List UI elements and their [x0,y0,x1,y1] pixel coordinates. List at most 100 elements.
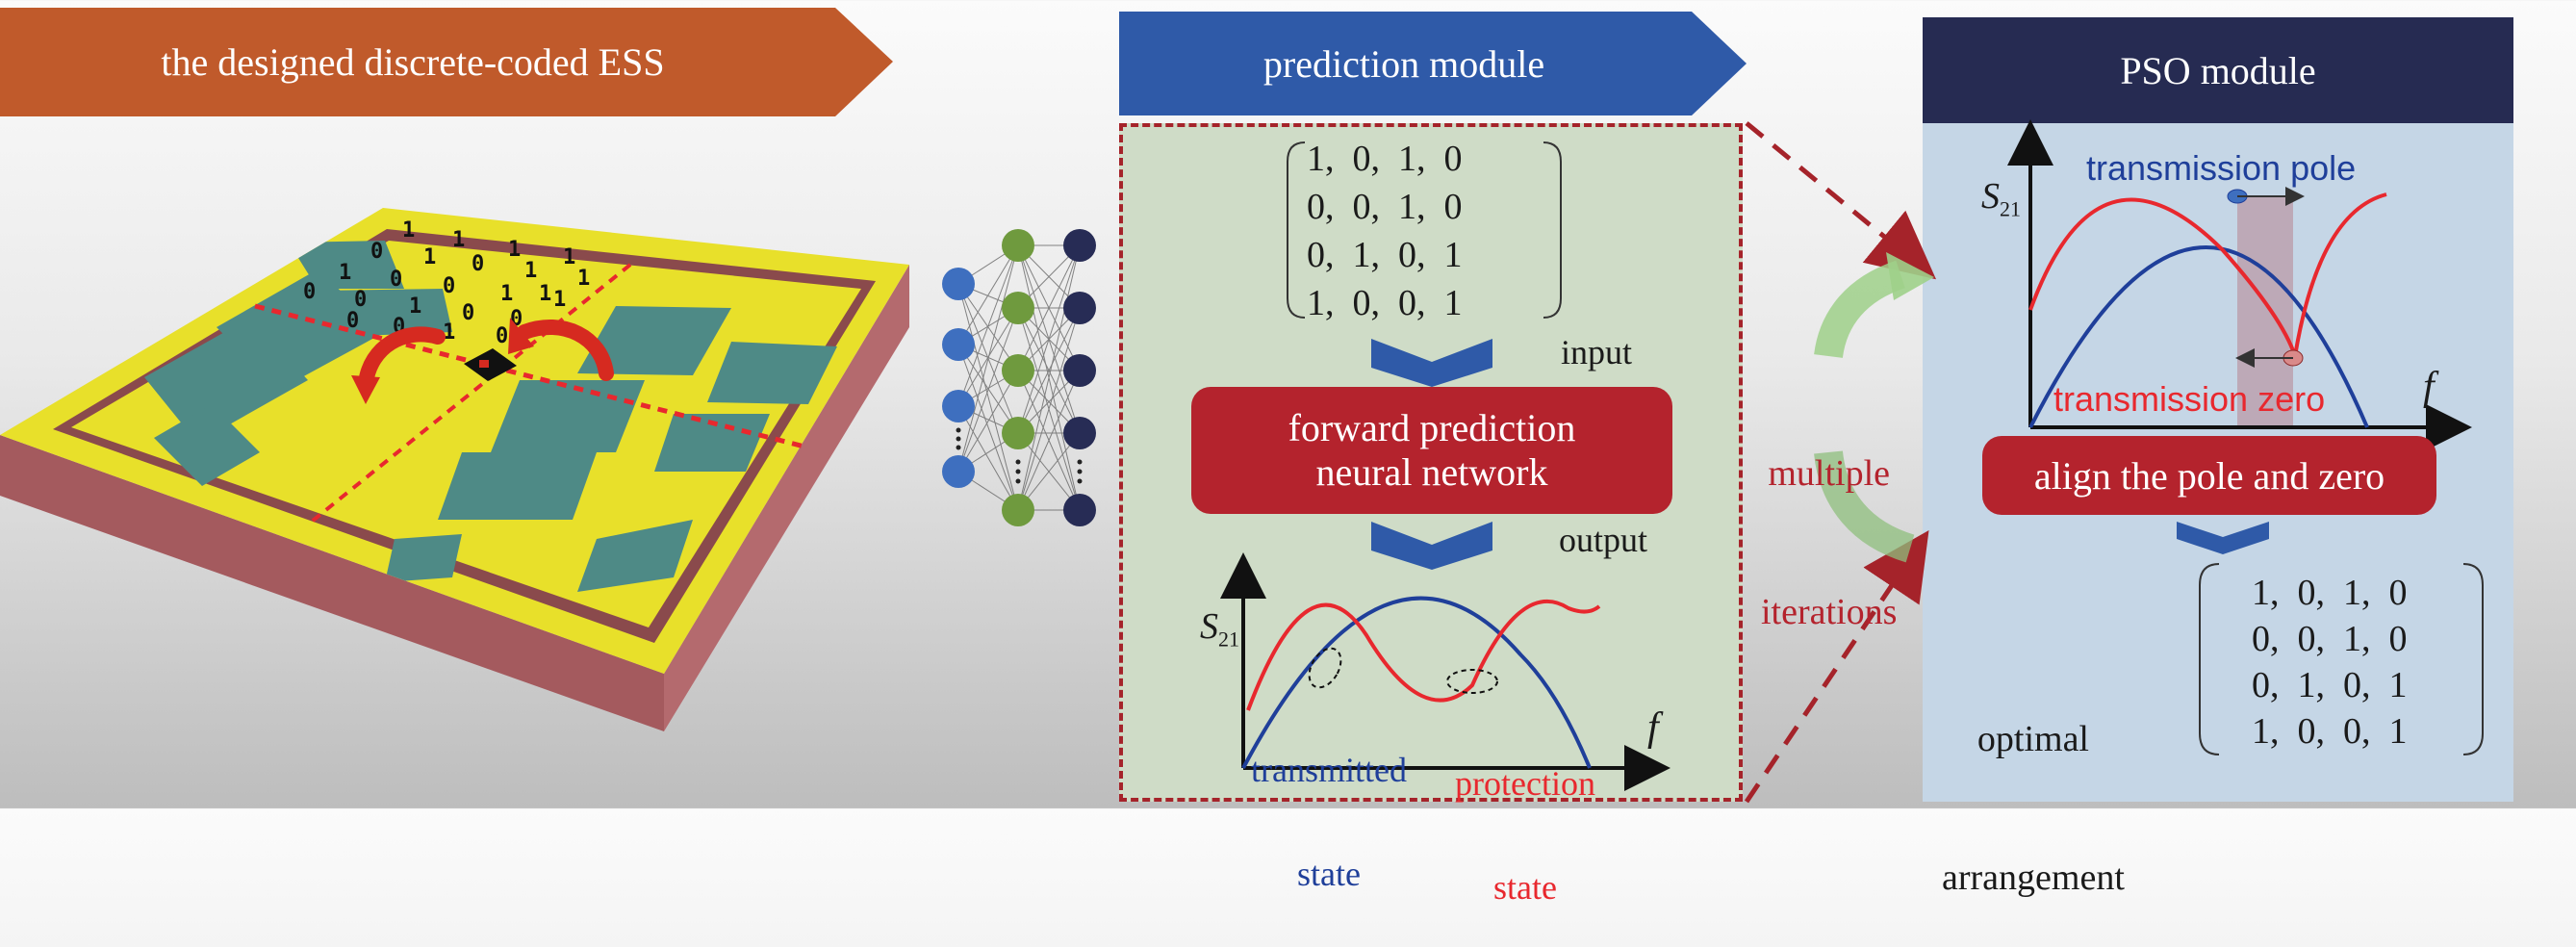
chevron-down-icon [2177,522,2269,554]
pso-y-axis-symbol: S [1981,176,2000,217]
optimal-matrix-row: 0, 0, 1, 0 [2252,619,2408,659]
iterations-line1: multiple [1768,453,1891,494]
rotation-arrow-left [358,326,446,391]
y-axis-subscript: 21 [1218,627,1239,652]
transmitted-line1: transmitted [1251,751,1407,789]
ess-slab-front [0,435,664,731]
code-digit: 0 [390,268,402,292]
pso-chart-y-label: S21 [1963,133,2021,222]
pso-red-curve [2028,192,2387,357]
code-digit: 0 [370,240,383,264]
ess-slab-right [664,265,909,731]
code-digit: 1 [508,238,521,262]
transmission-pole-label: transmission pole [2086,148,2357,188]
input-label: input [1561,333,1633,371]
code-digit: 0 [472,252,484,276]
code-digit: 1 [452,228,465,252]
align-label: align the pole and zero [2033,453,2385,498]
output-layer-nodes [1063,229,1096,526]
teal-patch [654,414,770,472]
pred-chart-x-label: f [1647,705,1659,750]
teal-patch [318,289,452,337]
unit-cell-marker [464,348,517,381]
code-digit: 1 [539,282,551,306]
code-digit: 0 [303,280,316,304]
y-axis-symbol: S [1200,606,1218,647]
code-digit: 1 [402,218,415,243]
code-digit: 0 [354,288,367,312]
dashed-connector-bottom [1744,529,1929,804]
protection-state-marker [1446,669,1498,694]
iterations-label: multiple iterations [1761,358,1897,681]
iteration-arc-top [1814,260,1906,359]
network-label-line1: forward prediction [1288,406,1576,449]
iteration-arc-bottom [1814,450,1915,563]
ess-banner-label: the designed discrete-coded ESS [161,40,665,84]
optimal-arrangement-label: optimal arrangement [1942,624,2125,947]
network-label-line2: neural network [1315,450,1548,494]
input-matrix-row: 0, 1, 0, 1 [1307,235,1463,275]
pso-y-axis-subscript: 21 [2000,196,2021,221]
dashed-connector-top [1745,121,1937,280]
optimal-matrix-row: 0, 1, 0, 1 [2252,665,2408,705]
code-digit: 0 [462,301,474,325]
code-digit: 0 [346,309,359,333]
pso-blue-curve [2028,245,2369,428]
code-digit: 1 [409,294,421,319]
prediction-output-chart [1220,552,1671,791]
forward-prediction-network-box: forward prediction neural network [1191,387,1672,514]
ess-board-figure: 1 1 1 1 0 1 0 1 1 1 0 0 1 1 0 0 1 0 0 1 … [0,208,909,731]
pred-chart-y-label: S21 [1182,563,1239,653]
neural-network-icon [942,229,1096,526]
alignment-band [2237,196,2293,427]
input-matrix: 1, 0, 1, 0 0, 0, 1, 0 0, 1, 0, 1 1, 0, 0… [1280,135,1569,327]
code-digit: 1 [553,288,566,312]
teal-patch [577,306,731,375]
iterations-line2: iterations [1761,592,1898,632]
ess-banner: the designed discrete-coded ESS [0,8,893,116]
cut-line-horizontal [254,303,809,450]
teal-patch [289,241,404,289]
teal-patch [154,404,260,486]
code-digit: 1 [563,245,575,269]
rotation-arrow-left-head [351,375,380,404]
transmitted-state-marker [1308,647,1342,689]
code-digit: 0 [496,324,508,348]
output-label: output [1559,521,1648,559]
ess-code-digits: 1 1 1 1 0 1 0 1 1 1 0 0 1 1 0 0 1 0 0 1 … [303,218,590,348]
prediction-banner-label: prediction module [1262,41,1545,86]
iteration-arrowhead [1886,252,1934,300]
rotation-arrow-right-head [508,318,534,354]
input-matrix-row: 1, 0, 0, 1 [1307,283,1463,323]
teal-patch [438,452,597,520]
optimal-matrix-row: 1, 0, 1, 0 [2252,573,2408,613]
optimal-line2: arrangement [1942,857,2125,898]
connector-graphics [1744,121,1937,804]
transmission-zero-label: transmission zero [2053,379,2326,419]
optimal-line1: optimal [1977,719,2089,759]
code-digit: 0 [443,274,455,298]
optimal-matrix-brackets [2199,563,2484,755]
pso-chart [2007,119,2472,450]
input-matrix-row: 0, 0, 1, 0 [1307,187,1463,227]
code-digit: 1 [443,320,455,345]
code-digit: 1 [423,245,436,269]
input-matrix-brackets [1287,141,1562,319]
transmitted-line2: state [1296,855,1361,893]
protection-line1: protection [1455,764,1595,803]
chevron-down-icon [1371,522,1492,570]
teal-patch [385,534,462,582]
code-digit: 1 [500,282,513,306]
optimal-matrix-row: 1, 0, 0, 1 [2252,711,2408,752]
code-digit: 1 [524,259,537,283]
input-layer-nodes [942,268,975,488]
teal-patch [577,520,693,592]
pso-module-banner: PSO module [1923,17,2513,123]
prediction-module-banner: prediction module [1119,12,1747,115]
align-pole-zero-box: align the pole and zero [1982,436,2436,515]
teal-patch [491,380,645,452]
input-matrix-row: 1, 0, 1, 0 [1307,139,1463,179]
rotation-arrow-right [517,320,614,381]
pso-banner-label: PSO module [2120,48,2316,92]
hidden-layer-nodes [1002,229,1034,526]
